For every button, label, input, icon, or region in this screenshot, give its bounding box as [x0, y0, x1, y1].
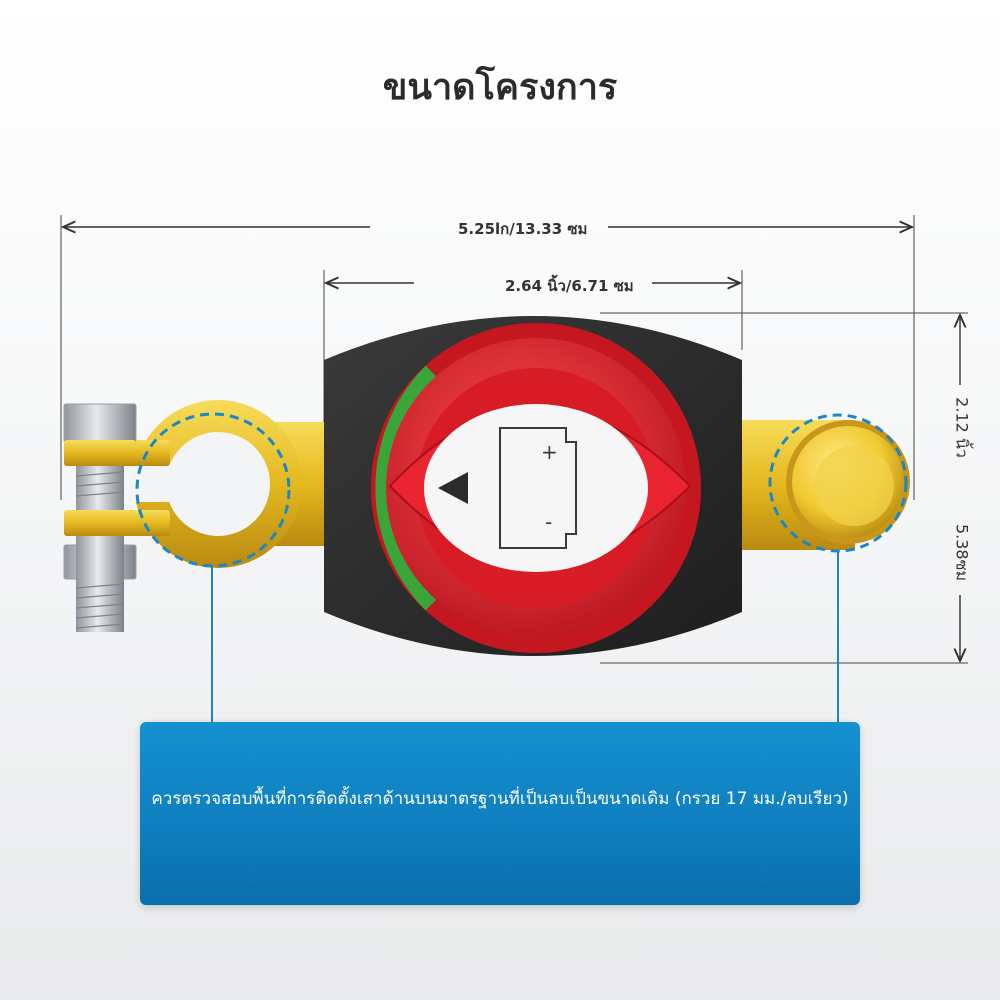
terminal-post-icon: [735, 420, 910, 550]
page-title: ขนาดโครงการ: [382, 67, 618, 108]
plus-symbol: +: [541, 440, 558, 464]
note-text: ควรตรวจสอบพื้นที่การติดตั้งเสาด้านบนมาตร…: [151, 789, 849, 809]
height-inches-label: 2.12 นิ้ว: [952, 397, 972, 458]
height-dimension: [600, 312, 968, 664]
bolt-icon: [63, 403, 137, 632]
overall-width-label: 5.25lก/13.33 ซม: [458, 220, 588, 238]
clamp-highlight-circle: [135, 412, 291, 568]
body-width-label: 2.64 นิ้ว/6.71 ซม: [505, 277, 634, 295]
overall-width-dimension: [60, 215, 915, 500]
minus-symbol: -: [545, 510, 553, 534]
height-cm-label: 5.38ซม: [952, 523, 972, 582]
note-callout-box: ควรตรวจสอบพื้นที่การติดตั้งเสาด้านบนมาตร…: [140, 722, 860, 905]
rotary-knob[interactable]: [371, 323, 701, 653]
arrow-left-icon: [438, 472, 468, 504]
battery-icon: [499, 427, 577, 549]
